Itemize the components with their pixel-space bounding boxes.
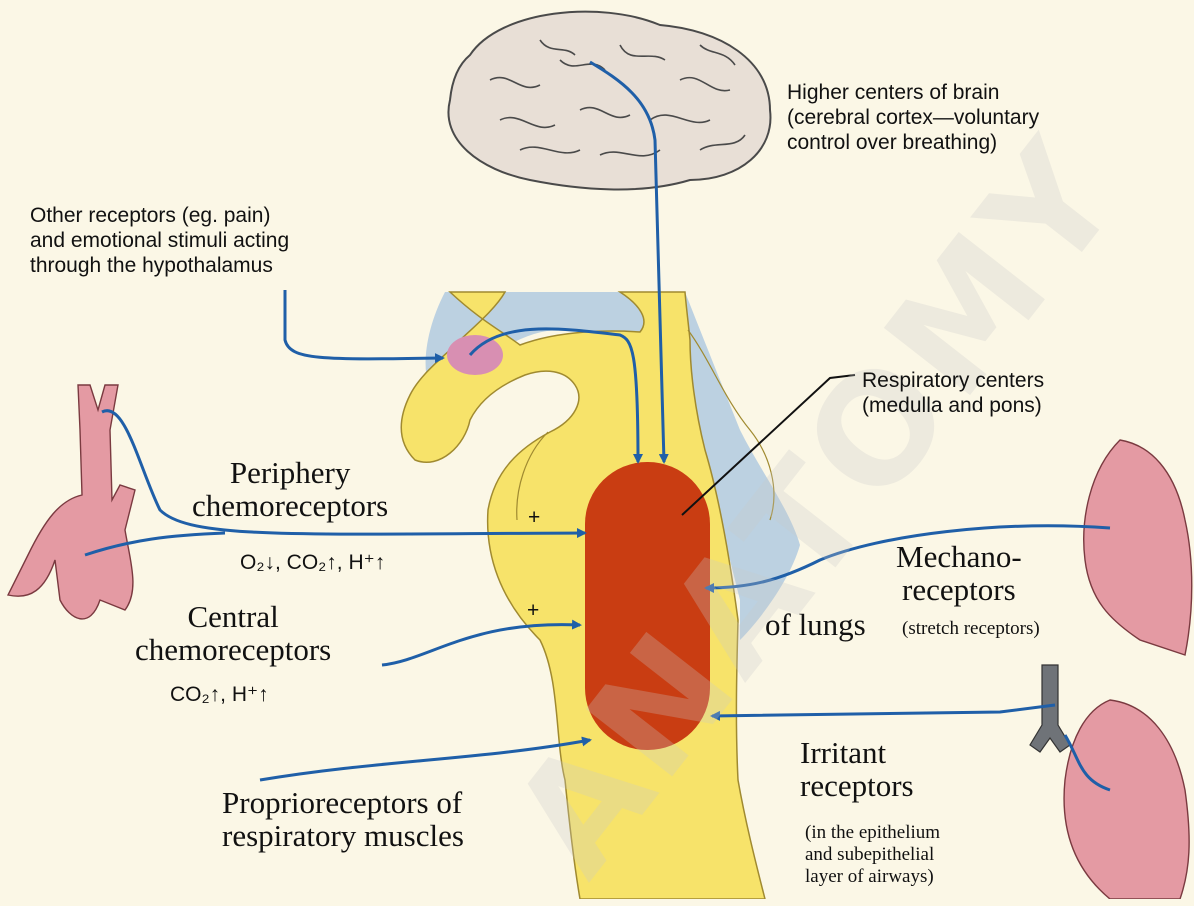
carotid-aortic-vessels [8, 385, 135, 619]
lower-lung [1064, 700, 1189, 899]
irritant-receptors-label: Irritant receptors [800, 736, 914, 802]
plus-sign-bottom: + [527, 598, 539, 623]
higher-centers-label: Higher centers of brain (cerebral cortex… [787, 80, 1039, 155]
mechanoreceptors-label: Mechano- receptors [896, 540, 1022, 606]
plus-sign-top: + [528, 505, 540, 530]
brain-illustration [448, 12, 770, 190]
proprioreceptors-label: Proprioreceptors of respiratory muscles [222, 786, 464, 852]
upper-lung [1084, 440, 1192, 655]
hypothalamus [447, 335, 503, 375]
stretch-receptors-label: (stretch receptors) [902, 618, 1040, 640]
periphery-stimuli-label: O₂↓, CO₂↑, H⁺↑ [240, 550, 385, 575]
periphery-chemoreceptors-label: Periphery chemoreceptors [192, 456, 388, 522]
other-receptors-label: Other receptors (eg. pain) and emotional… [30, 203, 289, 278]
mechanoreceptors-lungs-label: of lungs [765, 608, 866, 641]
irritant-location-label: (in the epithelium and subepithelial lay… [805, 822, 940, 888]
central-chemoreceptors-label: Central chemoreceptors [135, 600, 331, 666]
central-stimuli-label: CO₂↑, H⁺↑ [170, 682, 269, 707]
respiratory-centers-label: Respiratory centers (medulla and pons) [862, 368, 1044, 418]
